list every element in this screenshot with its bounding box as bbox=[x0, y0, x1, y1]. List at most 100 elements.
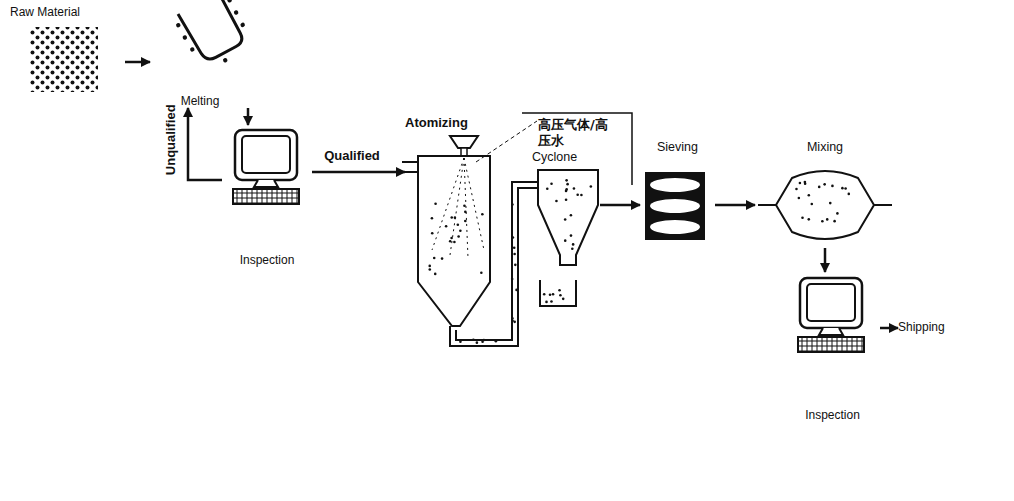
powder-dot bbox=[826, 218, 829, 221]
stage-label: Inspection bbox=[240, 253, 295, 267]
powder-dot bbox=[431, 217, 434, 220]
powder-particles bbox=[428, 179, 850, 344]
stage-label: Sieving bbox=[657, 140, 698, 155]
powder-dot bbox=[441, 257, 444, 260]
powder-dot bbox=[445, 225, 448, 228]
raw-material-stage: Raw Material bbox=[10, 5, 125, 95]
powder-dot bbox=[841, 187, 844, 190]
powder-dot bbox=[464, 211, 467, 214]
powder-dot bbox=[428, 265, 431, 268]
inspection-stage: Inspection bbox=[785, 272, 880, 422]
powder-dot bbox=[515, 289, 518, 292]
cyclone-inlet bbox=[532, 181, 538, 183]
cyclone-stage: Cyclone bbox=[532, 150, 600, 310]
heating-coil bbox=[222, 57, 228, 63]
powder-dot bbox=[572, 243, 575, 246]
powder-dot bbox=[434, 202, 437, 205]
powder-dot bbox=[847, 193, 850, 196]
powder-dot bbox=[457, 235, 460, 238]
powder-dot bbox=[576, 194, 579, 197]
powder-dot bbox=[807, 218, 810, 221]
computer-icon bbox=[798, 278, 864, 352]
powder-dot bbox=[481, 213, 484, 216]
powder-dot bbox=[799, 182, 802, 185]
stage-label: Shipping bbox=[898, 320, 945, 334]
powder-dot bbox=[808, 194, 811, 197]
powder-dot bbox=[566, 183, 569, 186]
powder-dot bbox=[453, 241, 456, 244]
powder-dot bbox=[431, 232, 434, 235]
sieve-mesh bbox=[650, 178, 700, 192]
powder-dot bbox=[573, 187, 576, 190]
powder-dot bbox=[457, 223, 460, 226]
flow-arrow bbox=[247, 108, 250, 125]
edge-label: Qualified bbox=[322, 148, 382, 164]
crucible-wall bbox=[178, 0, 245, 63]
powder-dot bbox=[570, 234, 573, 237]
powder-dot bbox=[449, 240, 452, 243]
powder-dot bbox=[476, 341, 479, 344]
raw-material-granules bbox=[30, 27, 98, 92]
flow-arrow bbox=[824, 248, 827, 272]
powder-dot bbox=[564, 218, 567, 221]
powder-dot bbox=[433, 257, 436, 260]
stage-label: Inspection bbox=[805, 408, 860, 422]
powder-dot bbox=[570, 214, 573, 217]
mixing-stage: Mixing bbox=[755, 140, 895, 248]
crucible bbox=[172, 0, 257, 75]
powder-dot bbox=[829, 202, 832, 205]
sieve bbox=[645, 172, 705, 240]
powder-dot bbox=[513, 253, 516, 256]
powder-dot bbox=[844, 187, 847, 190]
sieving-stage: Sieving bbox=[640, 140, 715, 245]
nozzle bbox=[461, 148, 467, 156]
heating-coil bbox=[240, 22, 246, 28]
powder-dot bbox=[514, 264, 517, 267]
flow-arrow bbox=[880, 327, 898, 330]
flow-arrow bbox=[600, 204, 640, 207]
heating-coil bbox=[189, 46, 195, 52]
powder-dot bbox=[543, 293, 546, 296]
powder-dot bbox=[454, 216, 457, 219]
powder-dot bbox=[450, 216, 453, 219]
heating-coil bbox=[227, 0, 233, 3]
stage-label: Cyclone bbox=[532, 150, 577, 165]
powder-dot bbox=[464, 220, 467, 223]
powder-dot bbox=[564, 239, 567, 242]
atomizing-chamber bbox=[418, 156, 490, 326]
powder-bin bbox=[540, 280, 576, 306]
powder-dot bbox=[810, 203, 813, 206]
stage-label: Atomizing bbox=[405, 115, 468, 131]
powder-dot bbox=[565, 179, 568, 182]
powder-dot bbox=[546, 187, 549, 190]
powder-dot bbox=[559, 294, 562, 297]
powder-dot bbox=[545, 301, 548, 304]
powder-dot bbox=[463, 204, 466, 207]
powder-dot bbox=[428, 268, 431, 271]
powder-dot bbox=[550, 183, 553, 186]
flow-arrow bbox=[125, 61, 150, 64]
transfer-pipe bbox=[456, 182, 532, 340]
shipping-step: Shipping bbox=[898, 320, 945, 334]
leader-line bbox=[476, 121, 537, 162]
sieve-mesh bbox=[650, 199, 700, 213]
callout-note: 高压气体/高压水 bbox=[538, 117, 620, 150]
powder-dot bbox=[434, 273, 437, 276]
powder-dot bbox=[550, 300, 553, 303]
edge-label: Unqualified bbox=[162, 103, 178, 178]
tundish bbox=[450, 136, 478, 148]
powder-dot bbox=[804, 181, 807, 184]
powder-dot bbox=[801, 216, 804, 219]
spray-cone bbox=[432, 158, 484, 258]
powder-dot bbox=[798, 197, 801, 200]
powder-dot bbox=[821, 220, 824, 223]
powder-dot bbox=[795, 188, 798, 191]
powder-dot bbox=[571, 247, 574, 250]
mixer-vessel bbox=[758, 171, 892, 239]
powder-dot bbox=[450, 237, 453, 240]
powder-dot bbox=[823, 183, 826, 186]
powder-dot bbox=[562, 298, 565, 301]
powder-dot bbox=[565, 188, 568, 191]
powder-dot bbox=[552, 293, 555, 296]
